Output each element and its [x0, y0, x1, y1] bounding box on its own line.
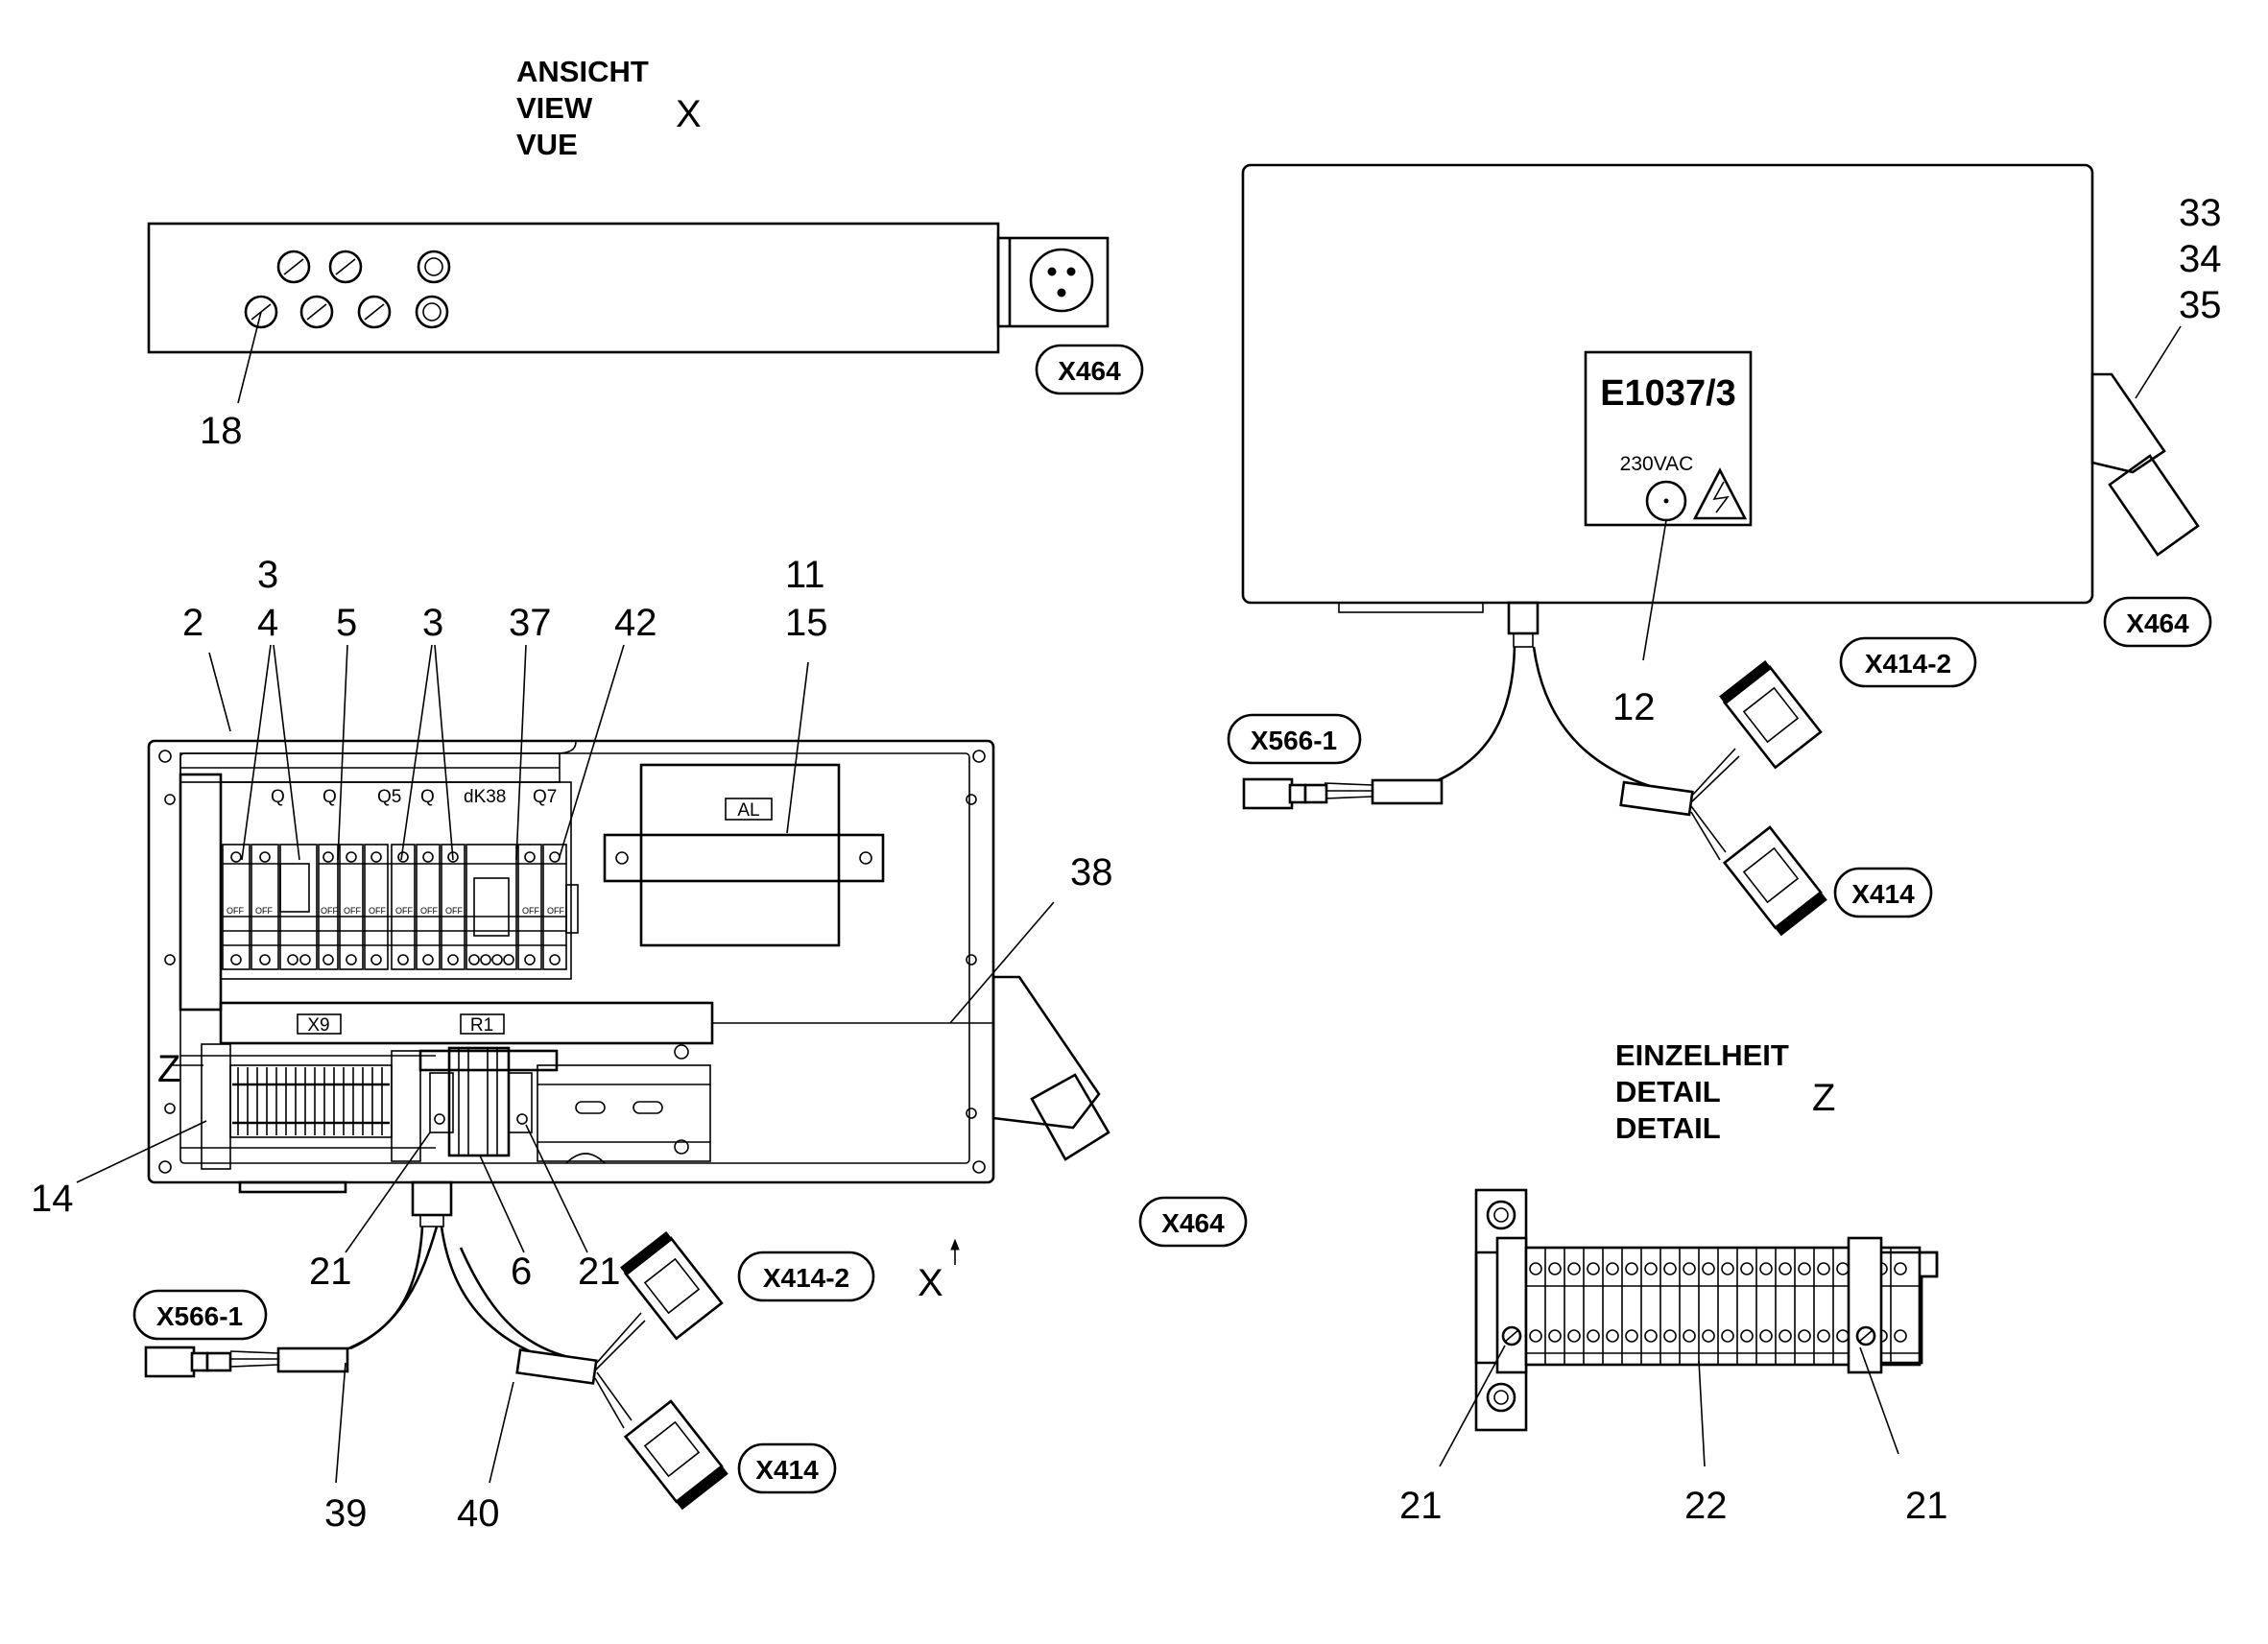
- svg-text:Q: Q: [420, 787, 435, 807]
- svg-text:OFF: OFF: [547, 906, 564, 916]
- svg-text:Q: Q: [271, 787, 285, 807]
- housing-code: E1037/3: [1600, 373, 1736, 414]
- view-x-letter: X: [676, 93, 702, 135]
- part-12-label: 12: [1612, 686, 1656, 728]
- detail-z-terminal-block: [1439, 1188, 1939, 1467]
- detail-z-labels: 21 22 21: [1399, 1485, 1948, 1527]
- svg-text:OFF: OFF: [522, 906, 539, 916]
- svg-text:X566-1: X566-1: [1251, 726, 1337, 755]
- part-33-label: 33: [2179, 192, 2222, 234]
- breaker-screws: [230, 851, 561, 965]
- view-x-heading-line3: VUE: [516, 128, 578, 161]
- part-15-label: 15: [785, 602, 828, 644]
- svg-text:dK38: dK38: [464, 787, 506, 807]
- detail-z-heading-line3: DETAIL: [1615, 1111, 1721, 1145]
- part-35-label: 35: [2179, 284, 2222, 326]
- part-14-label: 14: [31, 1178, 74, 1220]
- breaker-modules: [222, 844, 579, 970]
- part-21-label-b: 21: [578, 1251, 621, 1293]
- svg-text:OFF: OFF: [321, 906, 338, 916]
- view-x-heading-line1: ANSICHT: [516, 55, 649, 88]
- housing-voltage: 230VAC: [1620, 453, 1694, 475]
- part-22-label: 22: [1684, 1485, 1728, 1527]
- detail-z-heading-line1: EINZELHEIT: [1615, 1038, 1789, 1072]
- detail-z-heading: EINZELHEIT DETAIL DETAIL Z: [1615, 1038, 1835, 1145]
- view-x-housing: 18: [147, 222, 1110, 452]
- connector-x414-2-tag-right: X414-2: [1839, 636, 1977, 688]
- svg-text:X464: X464: [1058, 356, 1121, 386]
- part-39-label: 39: [324, 1492, 368, 1535]
- connector-x464-tag-right: X464: [2103, 596, 2212, 648]
- connector-x464-tag-top: X464: [1035, 344, 1144, 395]
- closed-housing: E1037/3 230VAC: [1241, 163, 2200, 661]
- closed-housing-cables: [1242, 646, 1827, 937]
- connector-x566-1-tag-right: X566-1: [1227, 713, 1362, 765]
- svg-text:OFF: OFF: [227, 906, 244, 916]
- breaker-off-labels: OFF OFF OFF OFF OFF OFF OFF OFF OFF OFF: [227, 906, 564, 916]
- part-2-label: 2: [182, 602, 203, 644]
- part-3-label-a: 3: [257, 554, 278, 596]
- connector-x464-tag-middle: X464: [1138, 1196, 1248, 1248]
- svg-text:OFF: OFF: [255, 906, 273, 916]
- part-21-label-a: 21: [309, 1251, 352, 1293]
- part-5-label: 5: [336, 602, 357, 644]
- svg-text:X464: X464: [1161, 1208, 1225, 1238]
- svg-text:X464: X464: [2126, 608, 2189, 638]
- svg-text:OFF: OFF: [344, 906, 361, 916]
- svg-text:X414-2: X414-2: [1865, 649, 1951, 679]
- detail-z-letter: Z: [1812, 1077, 1835, 1119]
- part-6-label: 6: [511, 1251, 532, 1293]
- main-panel-enclosure: Q Q Q5 Q dK38 Q7: [76, 644, 1110, 1253]
- cable-glands: [244, 250, 451, 329]
- part-18-label: 18: [200, 410, 243, 452]
- part-21-label-c: 21: [1399, 1485, 1443, 1527]
- terminal-strip-z: [232, 1067, 390, 1135]
- part-34-label: 34: [2179, 238, 2222, 280]
- connector-x414-2-tag-left: X414-2: [737, 1251, 875, 1302]
- resistor-r1-mark: R1: [470, 1015, 493, 1036]
- svg-text:Q5: Q5: [377, 787, 401, 807]
- part-11-label: 11: [785, 554, 825, 596]
- main-panel-labels: 3 4 2 5 3 37 42 11 15 38 14 21 6 21 39 4…: [31, 554, 1113, 1535]
- svg-text:OFF: OFF: [369, 906, 386, 916]
- part-3-label-b: 3: [422, 602, 443, 644]
- part-38-label: 38: [1070, 851, 1113, 893]
- connector-x566-1-tag-left: X566-1: [132, 1289, 268, 1341]
- svg-text:X414: X414: [755, 1455, 819, 1485]
- svg-text:X414-2: X414-2: [763, 1263, 849, 1293]
- svg-text:X414: X414: [1851, 879, 1915, 909]
- view-x-heading: ANSICHT VIEW VUE X: [516, 55, 702, 161]
- part-21-label-d: 21: [1905, 1485, 1948, 1527]
- transformer-al-mark: AL: [737, 800, 759, 821]
- part-42-label: 42: [614, 602, 657, 644]
- part-4-label: 4: [257, 602, 278, 644]
- svg-text:OFF: OFF: [445, 906, 463, 916]
- svg-text:OFF: OFF: [420, 906, 438, 916]
- detail-z-heading-line2: DETAIL: [1615, 1075, 1721, 1108]
- connector-x414-tag-left: X414: [737, 1442, 837, 1494]
- svg-text:X566-1: X566-1: [156, 1301, 243, 1331]
- closed-housing-labels: 33 34 35 12: [1612, 192, 2222, 728]
- view-x-heading-line2: VIEW: [516, 91, 593, 125]
- part-37-label: 37: [509, 602, 552, 644]
- svg-text:Q7: Q7: [533, 787, 557, 807]
- part-40-label: 40: [457, 1492, 500, 1535]
- svg-text:Q: Q: [322, 787, 337, 807]
- svg-text:OFF: OFF: [395, 906, 413, 916]
- main-panel-cables: [144, 1226, 728, 1511]
- connector-x414-tag-right: X414: [1833, 867, 1933, 918]
- terminal-x9-mark: X9: [307, 1015, 329, 1036]
- high-voltage-warning-icon: [1692, 467, 1748, 520]
- marker-z: Z: [157, 1048, 180, 1090]
- marker-x-arrow: X: [918, 1262, 943, 1304]
